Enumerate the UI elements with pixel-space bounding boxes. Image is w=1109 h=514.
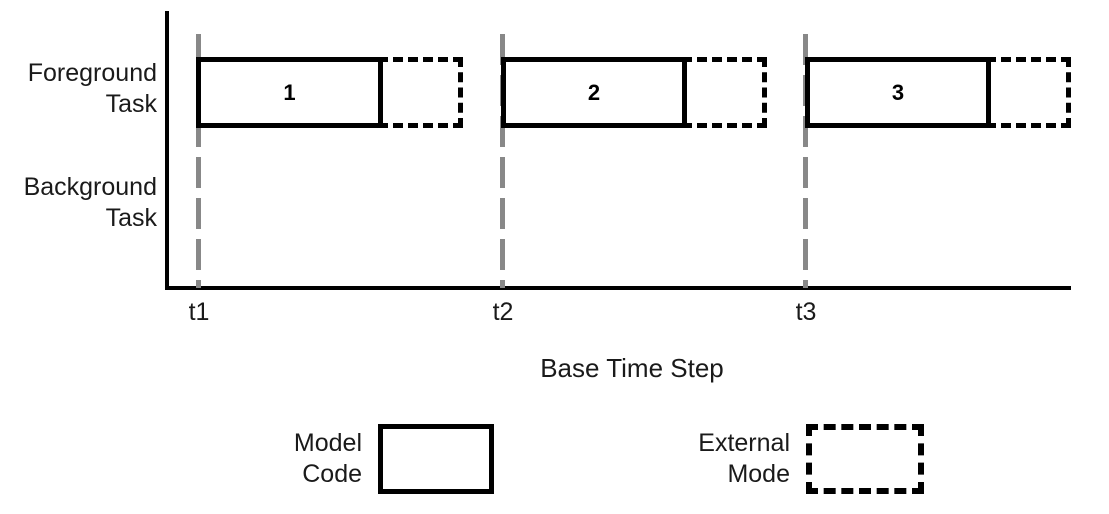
gridline-t2 [500,34,505,288]
bar-label-3: 3 [891,79,905,105]
row-label-background-text: Background Task [23,173,157,232]
legend-item-model-code: Model Code [180,424,494,494]
legend-swatch-external-mode [806,424,924,494]
legend-label-external-mode: External Mode [698,429,790,488]
legend-label-model-code: Model Code [293,429,362,488]
bar-model-code-2: 2 [501,57,687,128]
y-axis-line [165,11,169,290]
x-axis-title: Base Time Step [540,353,724,383]
x-axis-line [165,286,1071,290]
legend-swatch-model-code [378,424,494,494]
bar-model-code-3: 3 [805,57,991,128]
bar-model-code-1: 1 [196,57,383,128]
tick-label-t3: t3 [795,298,817,326]
gridline-t3 [803,34,808,288]
tick-label-t2: t2 [492,298,514,326]
row-label-foreground-text: Foreground Task [27,59,157,118]
tick-label-t1: t1 [188,298,210,326]
bar-external-mode-2 [682,57,767,128]
legend-item-external-mode: External Mode [608,424,924,494]
gridline-t1 [196,34,201,288]
bar-external-mode-1 [378,57,463,128]
bar-label-1: 1 [283,79,296,105]
bar-label-2: 2 [587,79,601,105]
bar-external-mode-3 [986,57,1071,128]
